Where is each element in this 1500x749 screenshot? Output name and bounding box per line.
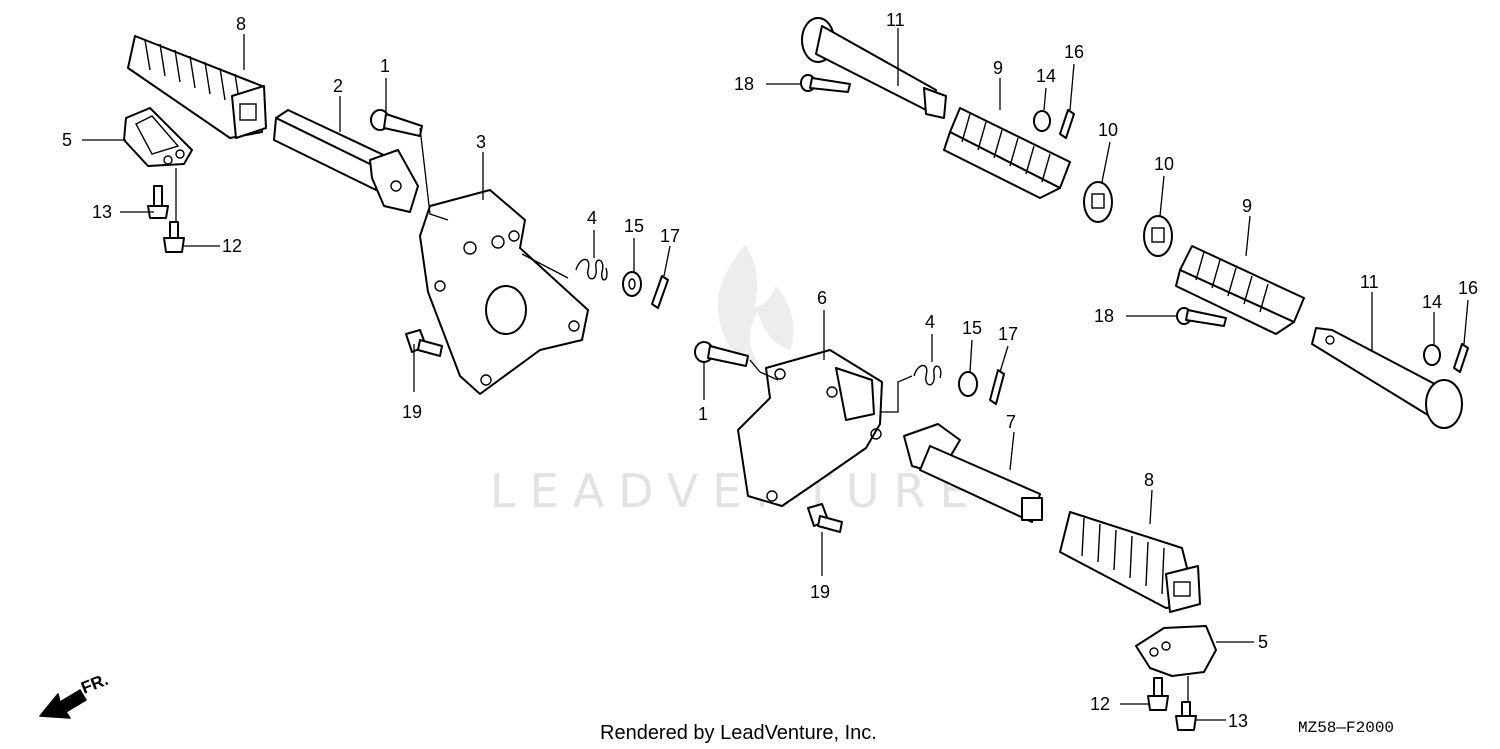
callout-10-b: 10: [1154, 154, 1174, 174]
callout-8-left: 8: [236, 14, 246, 34]
callout-4-right: 4: [925, 312, 935, 332]
part-footpeg-rubber-9-mid: [1175, 245, 1305, 335]
callout-12-right: 12: [1090, 694, 1110, 714]
front-direction-label: FR.: [78, 670, 111, 698]
callout-8-right: 8: [1144, 470, 1154, 490]
part-washer-15-right: [958, 371, 978, 397]
part-washer-14-mid: [1423, 344, 1441, 366]
callout-18-top: 18: [734, 74, 754, 94]
front-direction-arrow-icon: FR.: [39, 670, 111, 719]
part-washer-15-left: [622, 271, 642, 297]
callout-7: 7: [1006, 412, 1016, 432]
leader-lines: [82, 28, 1469, 721]
part-bolt-13-right: [1175, 701, 1197, 731]
part-spring-right: [913, 364, 942, 386]
callout-5-right: 5: [1258, 632, 1268, 652]
callout-12-left: 12: [222, 236, 242, 256]
callout-18-mid: 18: [1094, 306, 1114, 326]
watermark-flame-icon: [717, 245, 794, 366]
part-cotter-16-mid: [1453, 343, 1469, 373]
callout-13-right: 13: [1228, 711, 1248, 731]
callout-1-left: 1: [380, 56, 390, 76]
part-plate-10-a: [1083, 181, 1113, 223]
part-bolt-12-right: [1147, 677, 1169, 711]
watermark-text: LEADVENTURE: [490, 464, 983, 518]
callout-2: 2: [333, 76, 343, 96]
callout-4-left: 4: [587, 208, 597, 228]
part-bracket-right: [737, 349, 883, 507]
part-cotter-17-right: [989, 369, 1005, 405]
callout-14-top: 14: [1036, 66, 1056, 86]
part-guard-left: [123, 107, 193, 167]
part-pin-1-right: [694, 341, 749, 367]
part-pin-1-left: [370, 109, 423, 137]
callout-10-a: 10: [1098, 120, 1118, 140]
part-pivot-pin-11-mid: [1311, 327, 1463, 429]
part-footpeg-shaft-right: [903, 423, 1043, 523]
part-plate-10-b: [1143, 215, 1173, 257]
callout-16-top: 16: [1064, 42, 1084, 62]
part-footpeg-rubber-9-top: [943, 107, 1071, 199]
callout-9-top: 9: [993, 58, 1003, 78]
diagram-code: MZ58—F2000: [1298, 719, 1394, 737]
callout-16-mid: 16: [1458, 278, 1478, 298]
callout-9-mid: 9: [1242, 196, 1252, 216]
callout-6: 6: [817, 288, 827, 308]
part-clevis-pin-18-top: [800, 74, 851, 93]
callout-17-left: 17: [660, 226, 680, 246]
part-spring-left: [575, 258, 608, 281]
callout-11-top: 11: [886, 10, 905, 30]
callout-labels: 8 1 2 3 5 13 12 4 15 17 19 11 18 9 14 16…: [62, 10, 1478, 731]
callout-14-mid: 14: [1422, 292, 1442, 312]
callout-1-right: 1: [698, 404, 708, 424]
part-guard-right: [1135, 625, 1217, 677]
part-footpeg-rubber-left: [127, 35, 267, 139]
callout-3: 3: [476, 132, 486, 152]
credit-text: Rendered by LeadVenture, Inc.: [600, 722, 877, 744]
callout-13-left: 13: [92, 202, 112, 222]
part-washer-14-top: [1033, 110, 1051, 132]
part-footpeg-shaft-left: [273, 109, 419, 213]
part-clevis-pin-18-mid: [1176, 307, 1227, 327]
part-bolt-19-left: [405, 329, 443, 357]
part-cotter-17-left: [651, 275, 669, 309]
callout-19-left: 19: [402, 402, 422, 422]
part-bolt-19-right: [807, 503, 843, 533]
part-bolt-13-left: [147, 185, 169, 219]
callout-11-mid: 11: [1360, 272, 1379, 292]
callout-17-right: 17: [998, 324, 1018, 344]
part-footpeg-rubber-right: [1059, 511, 1201, 613]
callout-15-right: 15: [962, 318, 982, 338]
part-pivot-pin-11-top: [801, 17, 947, 119]
part-bracket-left: [419, 189, 589, 395]
part-cotter-16-top: [1059, 109, 1075, 139]
callout-19-right: 19: [810, 582, 830, 602]
part-bolt-12-left: [163, 221, 185, 253]
callout-5-left: 5: [62, 130, 72, 150]
callout-15-left: 15: [624, 216, 644, 236]
